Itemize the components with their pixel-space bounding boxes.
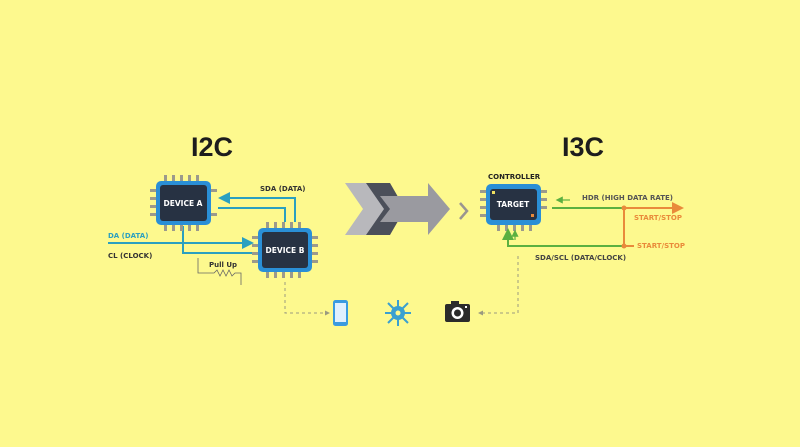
i3c-title: I3C [562, 132, 604, 162]
controller-label: CONTROLLER [488, 173, 541, 181]
network-hub-icon [385, 300, 411, 326]
i2c-title: I2C [191, 132, 233, 162]
left-scl-label: CL (CLOCK) [108, 252, 152, 260]
device-a-chip: DEVICE A [150, 175, 217, 231]
sda-data-label: SDA (DATA) [260, 185, 305, 193]
target-label: TARGET [497, 200, 530, 209]
device-a-label: DEVICE A [164, 199, 203, 208]
pull-up-resistor [197, 258, 242, 285]
camera-icon [445, 301, 470, 322]
sda-scl-label: SDA/SCL (DATA/CLOCK) [535, 254, 626, 262]
device-b-chip: DEVICE B [252, 222, 318, 278]
start-stop-label-1: START/STOP [634, 214, 682, 222]
device-b-label: DEVICE B [266, 246, 305, 255]
hdr-label: HDR (HIGH DATA RATE) [582, 194, 673, 202]
transition-arrow-icon [345, 183, 469, 235]
start-stop-label-2: START/STOP [637, 242, 685, 250]
i2c-bus-lines [108, 192, 296, 254]
i3c-bus-lines [502, 196, 684, 249]
controller-target-chip: TARGET [480, 184, 547, 231]
left-sda-label: DA (DATA) [108, 232, 148, 240]
smartphone-icon [333, 300, 348, 326]
pull-up-label: Pull Up [209, 261, 237, 269]
dashed-connectors [284, 256, 519, 316]
